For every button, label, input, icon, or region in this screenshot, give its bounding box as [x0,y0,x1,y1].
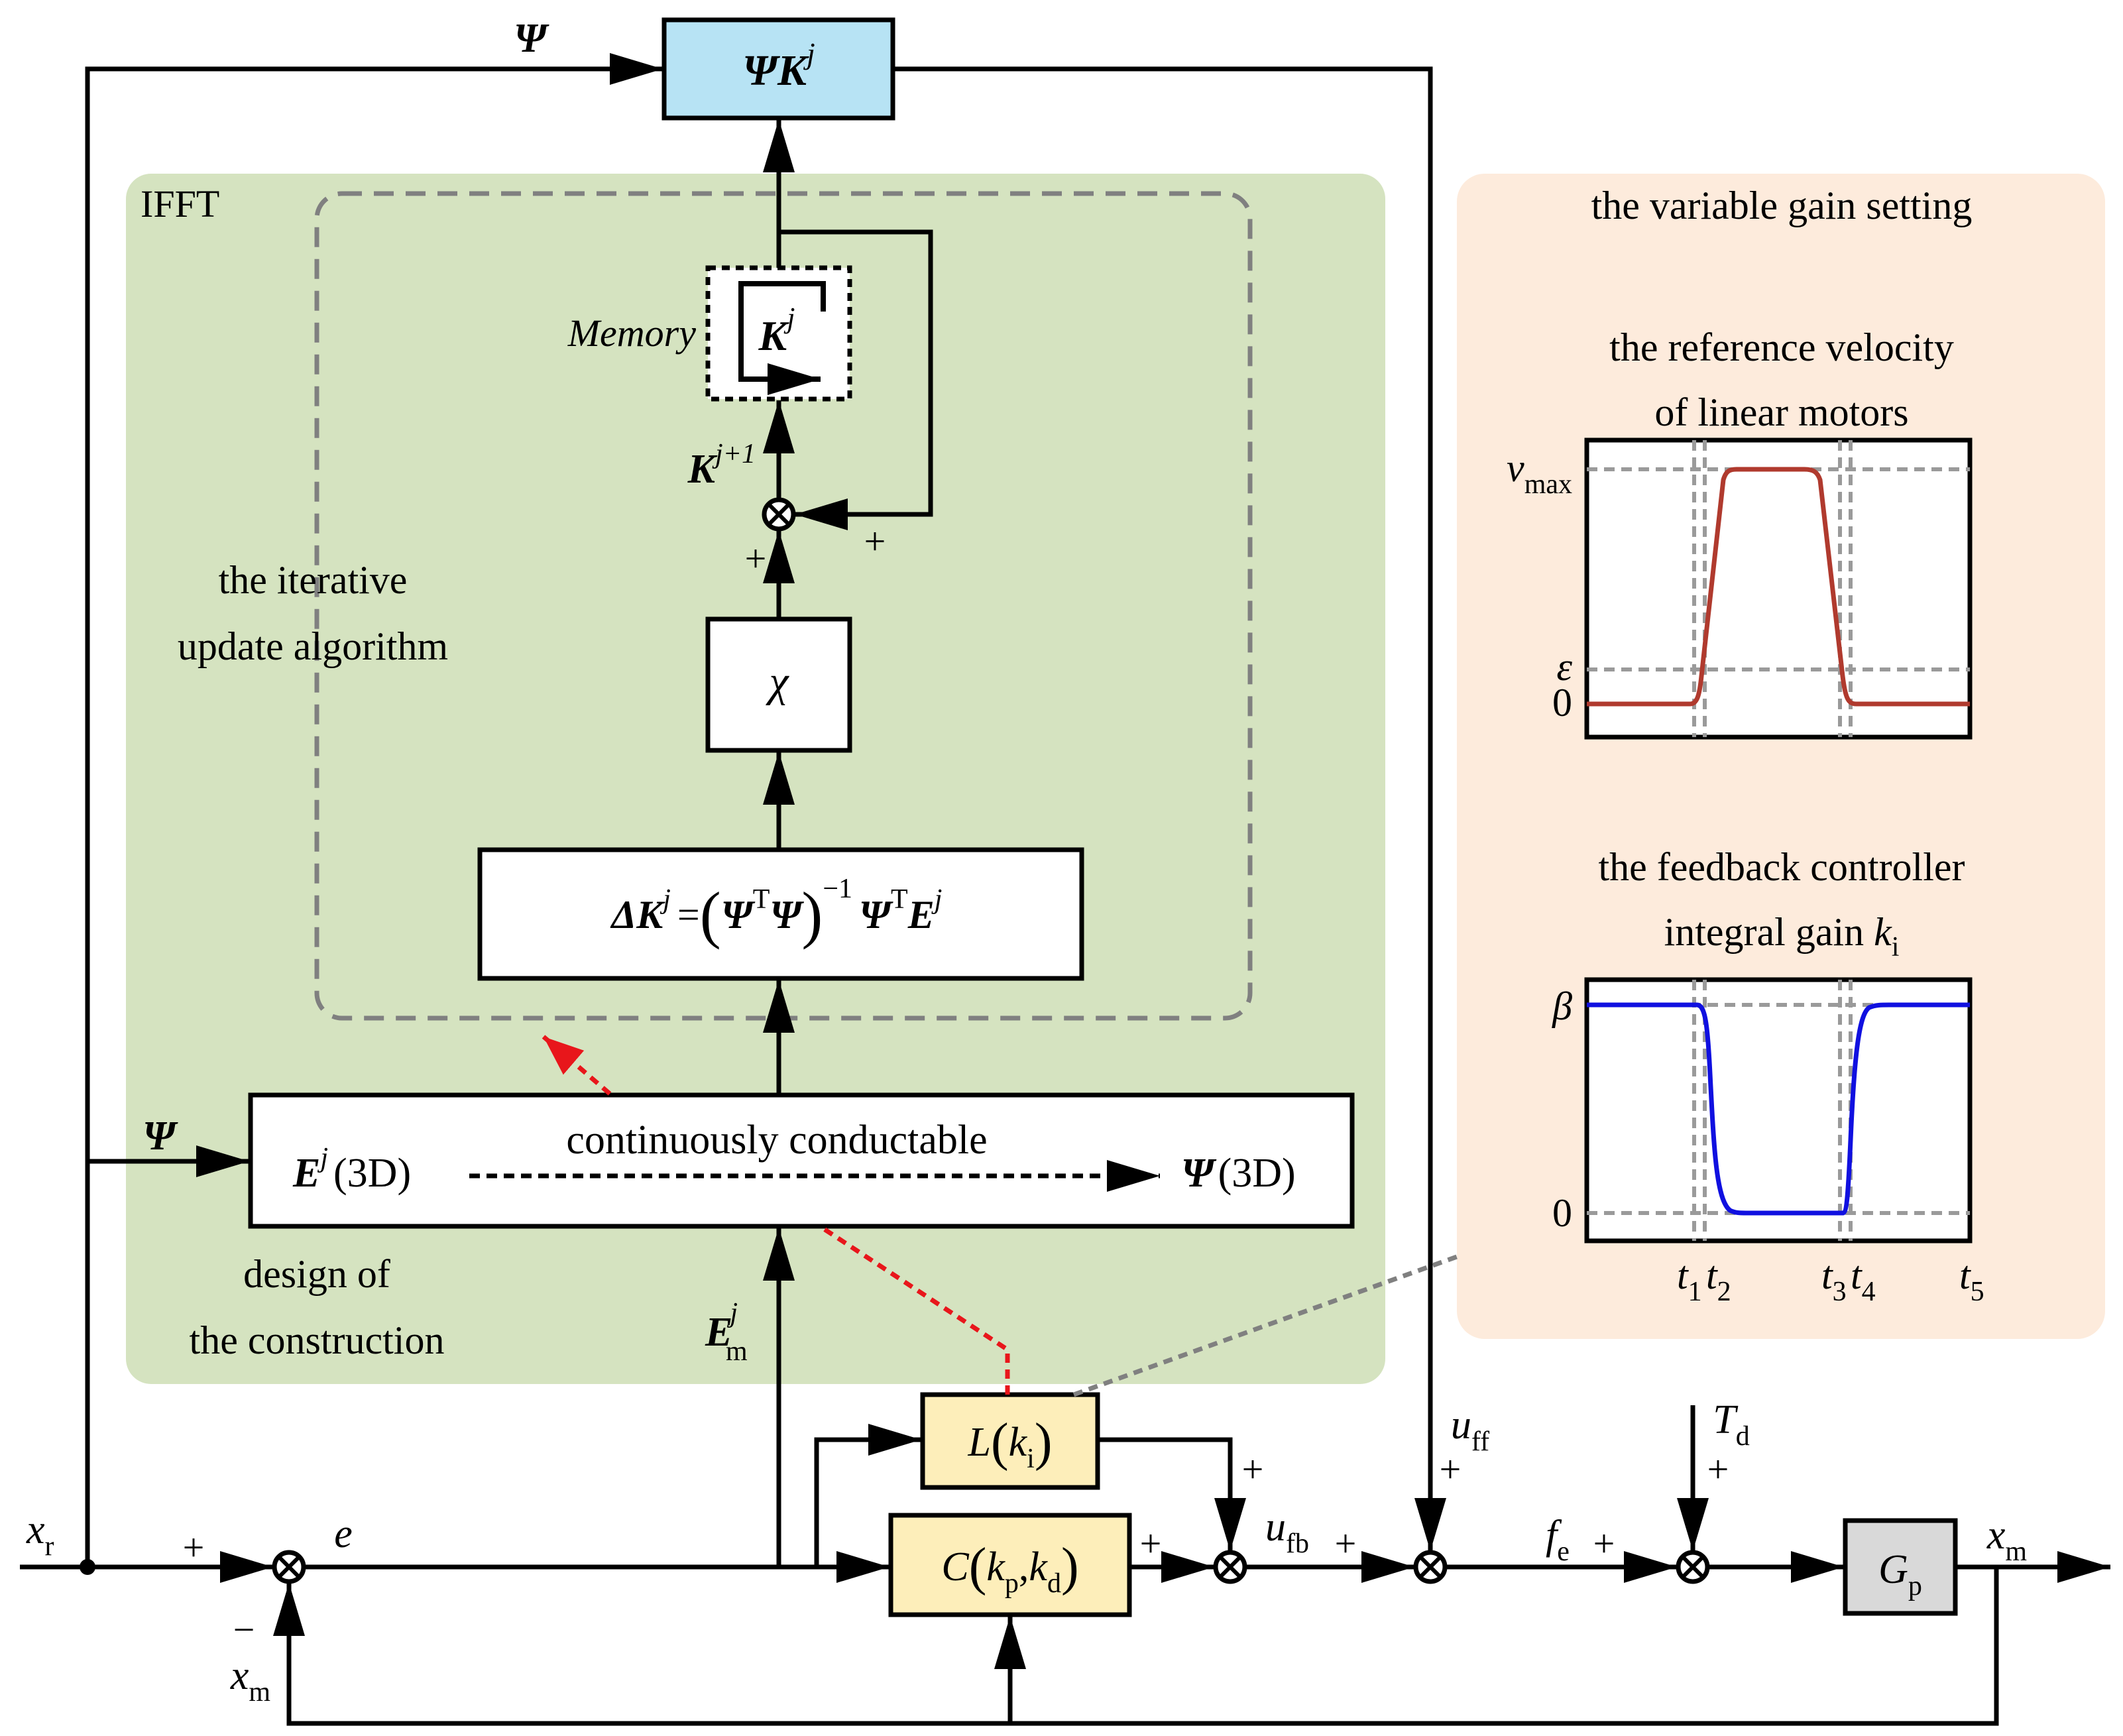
sum-junction-fb [1213,1550,1247,1584]
design-label-line1: design of [243,1252,390,1296]
construction-block [248,1092,1355,1229]
plus-error: + [183,1526,205,1569]
gain-setting-title: the variable gain setting [1591,184,1973,227]
plus-ff-top: + [1440,1448,1462,1491]
velocity-plot-frame [1584,437,1973,740]
sum-junction-update [762,497,796,532]
gain-plot-title-line2: integral gain ki [1664,910,1900,962]
iterative-update-label-line1: the iterative [219,558,408,602]
gain-plot-title-line1: the feedback controller [1598,845,1965,889]
memory-label: Memory [567,312,697,355]
junction-dot [80,1559,95,1575]
signal-lines [20,53,2110,1726]
construction-psi-label: Ψ(3D) [1181,1151,1296,1196]
memory-block-label: Kj [758,302,795,359]
u-fb-label: ufb [1265,1505,1309,1559]
sum-junction-disturbance [1676,1550,1710,1584]
minus-error: − [233,1608,255,1651]
xm-feedback-label: xm [230,1653,271,1707]
l-block [920,1392,1100,1490]
plus-dist-top: + [1707,1448,1729,1491]
velocity-plot-title-line2: of linear motors [1654,390,1908,434]
gain-x-t1: t1 [1677,1253,1702,1307]
gain-plot-frame [1584,977,1973,1244]
xr-label: xr [26,1507,54,1562]
t-d-label: Td [1713,1397,1749,1452]
ifft-label: IFFT [141,182,219,225]
plus-ff-left: + [1335,1522,1357,1565]
gain-x-t5: t5 [1959,1253,1984,1307]
l-block-label: L(ki) [968,1413,1053,1474]
chi-block-label: χ [765,658,789,706]
velocity-curve [1587,467,1970,707]
design-label-line2: the construction [190,1318,445,1362]
ifft-region [126,174,1385,1384]
e-label: e [334,1511,353,1556]
gain-curve [1587,1002,1970,1216]
psi-left-label: Ψ [143,1114,178,1159]
psi-top-label: Ψ [514,16,549,61]
construction-e-label: Ej(3D) [292,1143,411,1196]
gain-y-zero: 0 [1552,1191,1572,1235]
psi-k-block [661,17,895,121]
sum-junction-ff [1413,1550,1448,1584]
psi-k-block-label: ΨKj [742,36,815,95]
sum-junction-error [272,1550,306,1584]
u-ff-label: uff [1451,1403,1489,1457]
gain-x-t2: t2 [1706,1253,1731,1307]
plus-fb-left: + [1140,1522,1162,1565]
k-next-label: Kj+1 [687,439,756,492]
gain-x-labels: t1 t2 t3 t4 t5 [1677,1253,1984,1307]
gain-x-t3: t3 [1821,1253,1847,1307]
grey-dashed-connector [1072,1254,1458,1397]
velocity-y-zero: 0 [1552,681,1572,724]
gp-block [1843,1518,1958,1616]
plus-update-bottom: + [745,537,767,580]
delta-k-equation: ΔKj=(ΨTΨ)−1ΨTEj [610,874,943,950]
gain-y-beta: β [1552,984,1572,1028]
red-dashed-link [821,1226,1010,1395]
velocity-plot-title-line1: the reference velocity [1609,325,1954,369]
f-e-label: fe [1546,1513,1570,1567]
plus-fb-top: + [1242,1448,1264,1491]
velocity-y-vmax: vmax [1507,446,1572,500]
plus-dist-left: + [1593,1522,1615,1565]
red-dashed-arrow [542,1035,612,1096]
iterative-update-label-line2: update algorithm [178,624,448,668]
construction-middle-label: continuously conductable [566,1118,987,1163]
velocity-y-eps: ε [1556,645,1572,689]
c-block [888,1513,1132,1617]
xm-out-label: xm [1986,1513,2028,1567]
memory-icon [738,281,826,395]
gp-block-label: Gp [1878,1547,1922,1601]
plus-update-right: + [864,520,886,563]
c-block-label: C(kp,kd) [941,1538,1078,1599]
gain-x-t4: t4 [1851,1253,1876,1307]
